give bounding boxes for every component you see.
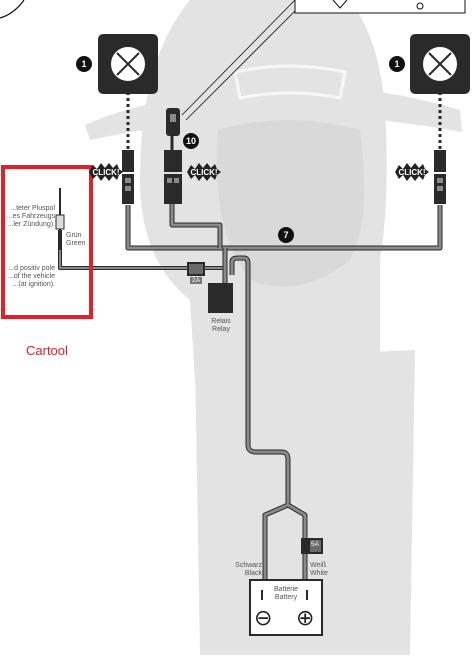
wire-white-label-en: White: [310, 570, 328, 577]
relay-box-icon: [208, 283, 233, 313]
handlebar-switch: [166, 108, 180, 150]
lamp-right: [410, 34, 470, 94]
battery-fuse-5a: [301, 538, 323, 554]
callout-harness: 7: [278, 227, 294, 243]
callout-lamp-right: 1: [389, 56, 405, 72]
relay-label-en: Relay: [212, 326, 230, 333]
wire-color-en: Green: [66, 240, 86, 247]
click-label: CLICK!: [190, 167, 218, 177]
lamp-left: [98, 34, 158, 94]
motorcycle-tank: [216, 120, 365, 287]
motorcycle-windshield: [233, 64, 347, 100]
click-burst-icon: [395, 163, 429, 181]
inline-fuse-2a: [187, 262, 205, 276]
connector-plug-icon: [122, 150, 134, 172]
relay-label-de: Relais: [211, 318, 231, 325]
detail-screw-icon: [416, 2, 424, 10]
click-badge-right: CLICK!: [395, 163, 429, 181]
wire-color-de: Grün: [66, 232, 82, 239]
battery-label-de: Batterie: [273, 586, 299, 593]
wire-white-label-de: Weiß: [310, 562, 327, 569]
top-corner-circle: [0, 0, 25, 19]
wire-black-label-en: Black: [244, 570, 262, 577]
ignition-text-en: ...d positiv pole ...of the vehicle ...(…: [7, 265, 55, 289]
switch-pointer: [181, 0, 307, 121]
click-badge-left: CLICK!: [89, 163, 123, 181]
connector-plug-icon: [434, 150, 446, 172]
click-burst-icon: [89, 163, 123, 181]
ignition-wire-detail: [55, 188, 65, 250]
battery-label-en: Battery: [274, 594, 298, 601]
click-burst-icon: [187, 163, 221, 181]
ignition-highlight-box: [1, 165, 93, 319]
battery-plus-icon: ⊕: [296, 606, 315, 631]
watermark-text: Cartool: [26, 343, 68, 358]
callout-switch: 10: [183, 133, 199, 149]
fuse-small-label: 2A: [190, 277, 202, 285]
battery-minus-icon: ⊖: [254, 606, 273, 631]
detail-switch-icon: [332, 0, 348, 9]
click-badge-middle: CLICK!: [187, 163, 221, 181]
click-label: CLICK!: [398, 167, 426, 177]
battery-icon: [249, 579, 323, 636]
fuse-battery-label: 5A: [311, 541, 319, 548]
callout-lamp-left: 1: [76, 56, 92, 72]
ignition-text-de: ...teter Pluspol ...es Fahrzeugs ...ler …: [6, 205, 55, 229]
wire-black-label-de: Schwarz: [235, 562, 262, 569]
motorcycle-silhouette: [85, 0, 462, 655]
motorcycle-handlebar: [85, 92, 462, 140]
connector-middle: [164, 150, 182, 204]
connector-right: [434, 150, 446, 204]
battery: [249, 579, 323, 636]
connector-left: [122, 150, 134, 204]
switch-detail-box: [294, 0, 466, 14]
connector-plug-icon: [164, 150, 182, 172]
click-label: CLICK!: [92, 167, 120, 177]
